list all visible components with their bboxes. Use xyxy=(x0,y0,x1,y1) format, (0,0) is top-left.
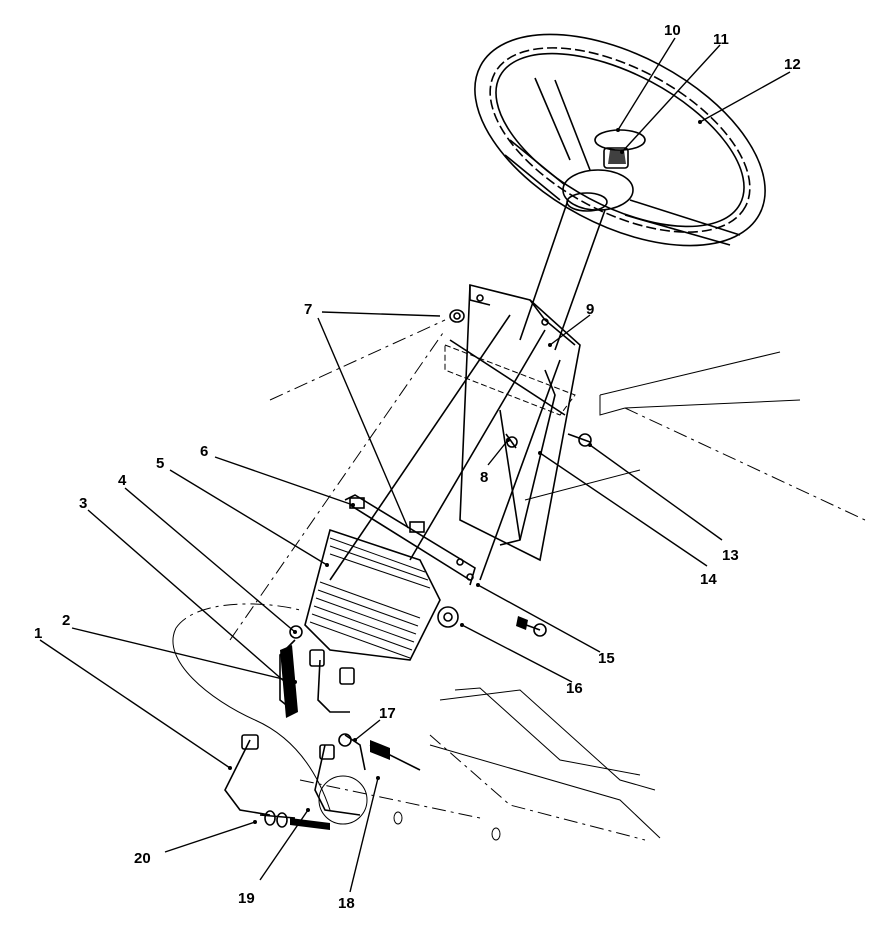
callout-1: 1 xyxy=(34,625,42,642)
control-valve-stack xyxy=(304,528,441,661)
callout-8: 8 xyxy=(480,469,488,486)
callout-dots xyxy=(228,120,702,824)
steering-shaft xyxy=(519,192,608,351)
callout-11: 11 xyxy=(713,31,729,48)
callout-5: 5 xyxy=(156,455,164,472)
steering-wheel xyxy=(474,33,766,247)
fasteners xyxy=(349,309,592,637)
frame-outline xyxy=(172,319,866,841)
callout-10: 10 xyxy=(664,22,681,39)
callout-13: 13 xyxy=(722,547,739,564)
callout-leaders xyxy=(39,37,791,893)
callout-labels: 1 2 3 4 5 6 7 8 9 10 11 12 13 14 15 16 1… xyxy=(34,22,801,912)
callout-14: 14 xyxy=(700,571,717,588)
callout-20: 20 xyxy=(134,850,151,867)
callout-6: 6 xyxy=(200,443,208,460)
callout-9: 9 xyxy=(586,301,594,318)
callout-2: 2 xyxy=(62,612,70,629)
valve-lamination-lines xyxy=(309,537,431,659)
callout-4: 4 xyxy=(118,472,127,489)
callout-17: 17 xyxy=(379,705,396,722)
hydraulic-lines xyxy=(224,625,421,830)
callout-18: 18 xyxy=(338,895,355,912)
callout-12: 12 xyxy=(784,56,801,73)
callout-19: 19 xyxy=(238,890,255,907)
callout-3: 3 xyxy=(79,495,87,512)
callout-7: 7 xyxy=(304,301,312,318)
callout-16: 16 xyxy=(566,680,583,697)
callout-15: 15 xyxy=(598,650,615,667)
